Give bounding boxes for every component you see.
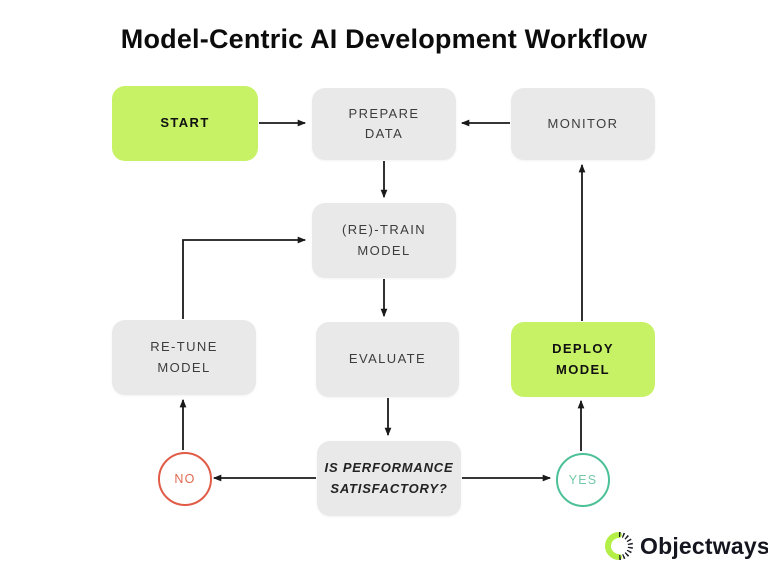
node-evaluate: EVALUATE <box>316 322 459 397</box>
node-monitor-label: MONITOR <box>547 115 619 131</box>
node-prepare-data-label: PREPARE DATA <box>348 105 420 141</box>
node-deploy-model-label: DEPLOY MODEL <box>552 341 614 377</box>
node-retune-model-label: RE-TUNE MODEL <box>150 339 218 375</box>
node-retrain-model: (RE)-TRAIN MODEL <box>312 203 456 278</box>
page-title: Model-Centric AI Development Workflow <box>120 24 648 54</box>
node-start: START <box>112 86 258 161</box>
brand-logo: Objectways <box>604 531 768 561</box>
objectways-logo-icon <box>605 532 633 560</box>
brand-logo-text: Objectways <box>640 532 768 559</box>
terminal-yes-label: YES <box>568 473 598 487</box>
node-retrain-model-label: (RE)-TRAIN MODEL <box>341 222 427 258</box>
terminal-no: NO <box>158 452 212 506</box>
arrow-retune-to-train <box>182 236 307 319</box>
node-decision-performance-label: IS PERFORMANCE SATISFACTORY? <box>324 460 454 496</box>
node-start-label: START <box>160 115 210 131</box>
node-decision-performance: IS PERFORMANCE SATISFACTORY? <box>317 441 461 516</box>
node-deploy-model: DEPLOY MODEL <box>511 322 655 397</box>
terminal-no-label: NO <box>174 472 196 486</box>
node-monitor: MONITOR <box>511 88 655 160</box>
node-evaluate-label: EVALUATE <box>348 351 427 367</box>
node-retune-model: RE-TUNE MODEL <box>112 320 256 395</box>
terminal-yes: YES <box>556 453 610 507</box>
node-prepare-data: PREPARE DATA <box>312 88 456 160</box>
